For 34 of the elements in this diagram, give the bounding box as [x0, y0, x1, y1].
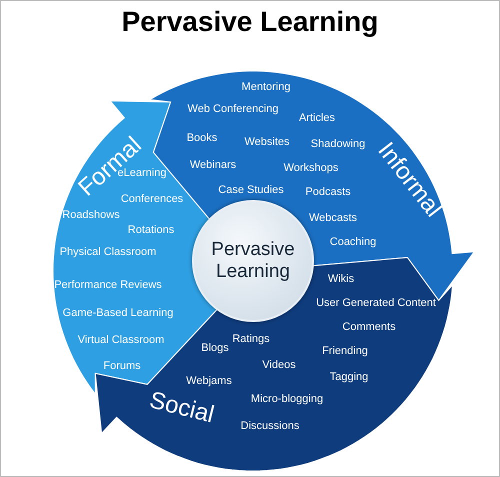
item-text: Webcasts: [308, 212, 358, 224]
item-text: Shadowing: [310, 138, 366, 150]
item-text: Workshops: [284, 162, 338, 174]
item-text: Forums: [103, 360, 141, 372]
item-text: Books: [186, 132, 218, 144]
item-text: Discussions: [240, 420, 300, 432]
item-text: Game-Based Learning: [62, 307, 174, 319]
item-text: Blogs: [201, 342, 229, 354]
item-text: Mentoring: [242, 81, 290, 93]
item-text: Case Studies: [218, 184, 284, 196]
title: Pervasive Learning: [120, 6, 380, 38]
center-label: Pervasive Learning: [210, 239, 296, 283]
item-text: Videos: [262, 359, 296, 371]
item-text: Comments: [342, 321, 396, 333]
item-text: Micro-blogging: [250, 393, 324, 405]
item-text: Roadshows: [62, 209, 120, 221]
item-text: Wikis: [328, 273, 354, 285]
item-text: Ratings: [232, 333, 270, 345]
item-text: Rotations: [128, 224, 174, 236]
item-text: Webinars: [190, 159, 236, 171]
item-text: Physical Classroom: [60, 246, 156, 258]
item-text: Friending: [322, 345, 368, 357]
segment-heading: Social: [146, 386, 217, 430]
item-text: Articles: [298, 112, 336, 124]
item-text: User Generated Content: [316, 297, 436, 309]
item-text: Webjams: [186, 375, 232, 387]
item-text: Podcasts: [305, 186, 351, 198]
item-text: Virtual Classroom: [78, 334, 164, 346]
item-text: Websites: [244, 136, 290, 148]
item-text: Coaching: [330, 236, 376, 248]
item-text: Performance Reviews: [54, 279, 162, 291]
item-text: Web Conferencing: [188, 103, 278, 115]
item-text: Tagging: [330, 371, 368, 383]
item-text: Conferences: [120, 193, 184, 205]
